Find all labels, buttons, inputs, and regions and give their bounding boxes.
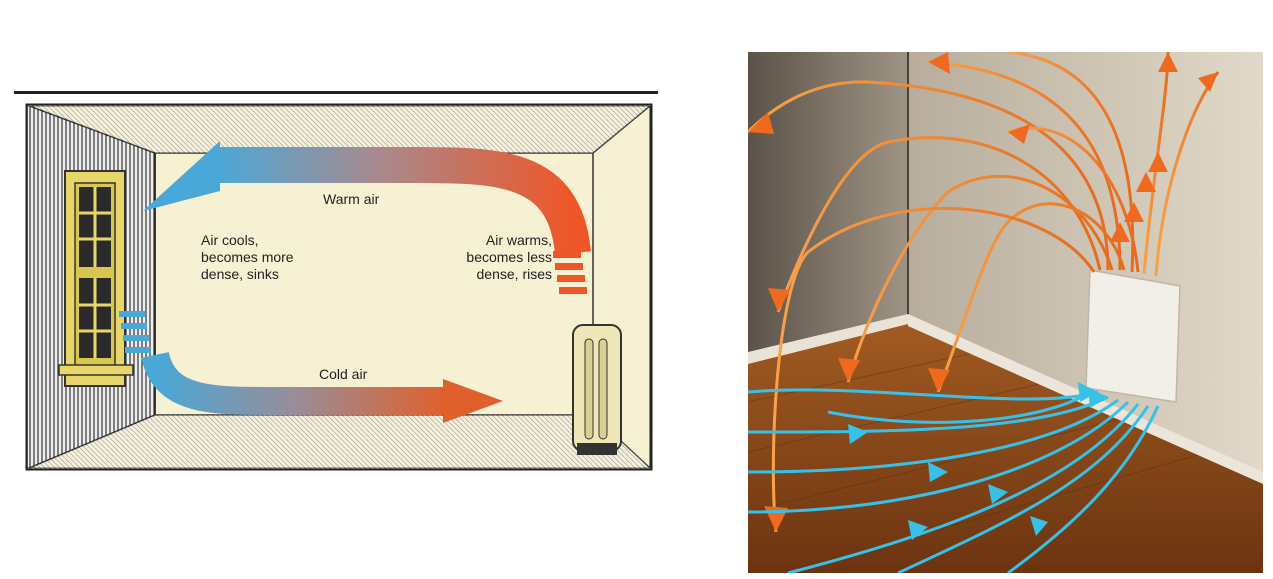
- panel-heater-illustration: [748, 52, 1263, 573]
- air-warms-label: Air warms, becomes less dense, rises: [466, 232, 552, 282]
- warm-flow-lines: [748, 52, 1220, 533]
- cold-stripes: [119, 311, 151, 353]
- warm-air-arrow: [143, 141, 591, 256]
- radiator-icon: [572, 324, 622, 455]
- cold-arrowheads: [848, 382, 1108, 540]
- air-cools-label: Air cools, becomes more dense, sinks: [201, 232, 294, 282]
- warm-air-label: Warm air: [323, 191, 380, 207]
- cold-air-arrow: [141, 351, 503, 423]
- cold-air-label: Cold air: [319, 366, 368, 382]
- window-icon: [58, 170, 134, 387]
- convection-diagram: Warm air Cold air Air cools, becomes mor…: [25, 103, 653, 471]
- cold-flow-lines: [748, 388, 1160, 573]
- heat-stripes: [553, 251, 587, 294]
- header-rule: [14, 91, 658, 94]
